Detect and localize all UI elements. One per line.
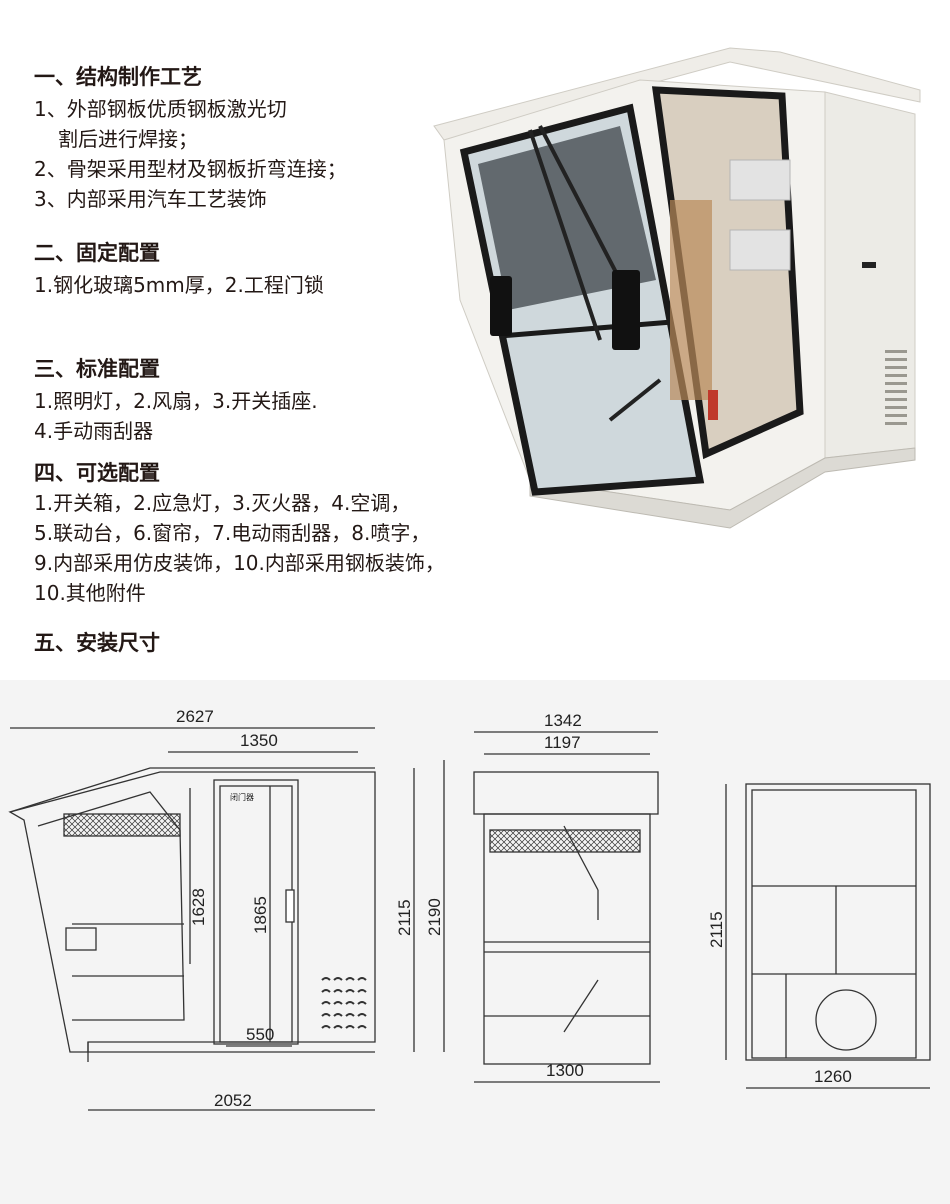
heading-optional: 四、可选配置 xyxy=(34,461,160,485)
front-base-width: 1300 xyxy=(546,1061,584,1080)
front-view-drawing xyxy=(473,731,660,1083)
dimension-drawings: 2627 1350 1628 1865 550 2115 2190 2052 闭… xyxy=(0,680,950,1204)
spec-text-block: 一、结构制作工艺 1、外部钢板优质钢板激光切 割后进行焊接； 2、骨架采用型材及… xyxy=(0,0,460,670)
front-inner-width: 1197 xyxy=(544,733,581,752)
back-base-width: 1260 xyxy=(814,1067,852,1086)
side-height-outer: 2190 xyxy=(425,898,444,936)
structure-line: 2、骨架采用型材及钢板折弯连接； xyxy=(34,157,347,181)
heading-structure: 一、结构制作工艺 xyxy=(34,65,202,89)
heading-standard: 三、标准配置 xyxy=(34,357,160,381)
structure-line: 3、内部采用汽车工艺装饰 xyxy=(34,187,267,211)
cabin-base xyxy=(529,447,916,529)
optional-line: 5.联动台，6.窗帘，7.电动雨刮器，8.喷字， xyxy=(34,521,431,545)
side-door-offset: 1350 xyxy=(240,731,278,750)
heading-fixed: 二、固定配置 xyxy=(34,241,160,265)
door-closer-label: 闭门器 xyxy=(230,792,254,802)
side-door-width: 550 xyxy=(246,1025,274,1044)
cabin-vent xyxy=(885,350,907,425)
side-height-inner: 2115 xyxy=(395,899,414,936)
optional-line: 1.开关箱，2.应急灯，3.灭火器，4.空调， xyxy=(34,491,411,515)
side-window-height: 1628 xyxy=(189,888,208,926)
structure-line: 割后进行焊接； xyxy=(58,127,198,151)
optional-line: 10.其他附件 xyxy=(34,581,146,605)
back-view-drawing xyxy=(725,783,931,1089)
side-base-length: 2052 xyxy=(214,1091,252,1110)
standard-line: 1.照明灯，2.风扇，3.开关插座. xyxy=(34,389,318,413)
cabin-side-body xyxy=(824,91,916,459)
side-overall-width: 2627 xyxy=(176,707,214,726)
cabin-photo xyxy=(433,47,921,529)
fixed-line: 1.钢化玻璃5mm厚，2.工程门锁 xyxy=(34,273,324,297)
heading-install: 五、安装尺寸 xyxy=(34,631,160,655)
standard-line: 4.手动雨刮器 xyxy=(34,419,154,443)
structure-line: 1、外部钢板优质钢板激光切 xyxy=(34,97,287,121)
side-view-drawing xyxy=(8,727,445,1111)
optional-line: 9.内部采用仿皮装饰，10.内部采用钢板装饰， xyxy=(34,551,445,575)
side-door-height: 1865 xyxy=(251,896,270,934)
front-overall-width: 1342 xyxy=(544,711,582,730)
back-height: 2115 xyxy=(707,911,726,948)
